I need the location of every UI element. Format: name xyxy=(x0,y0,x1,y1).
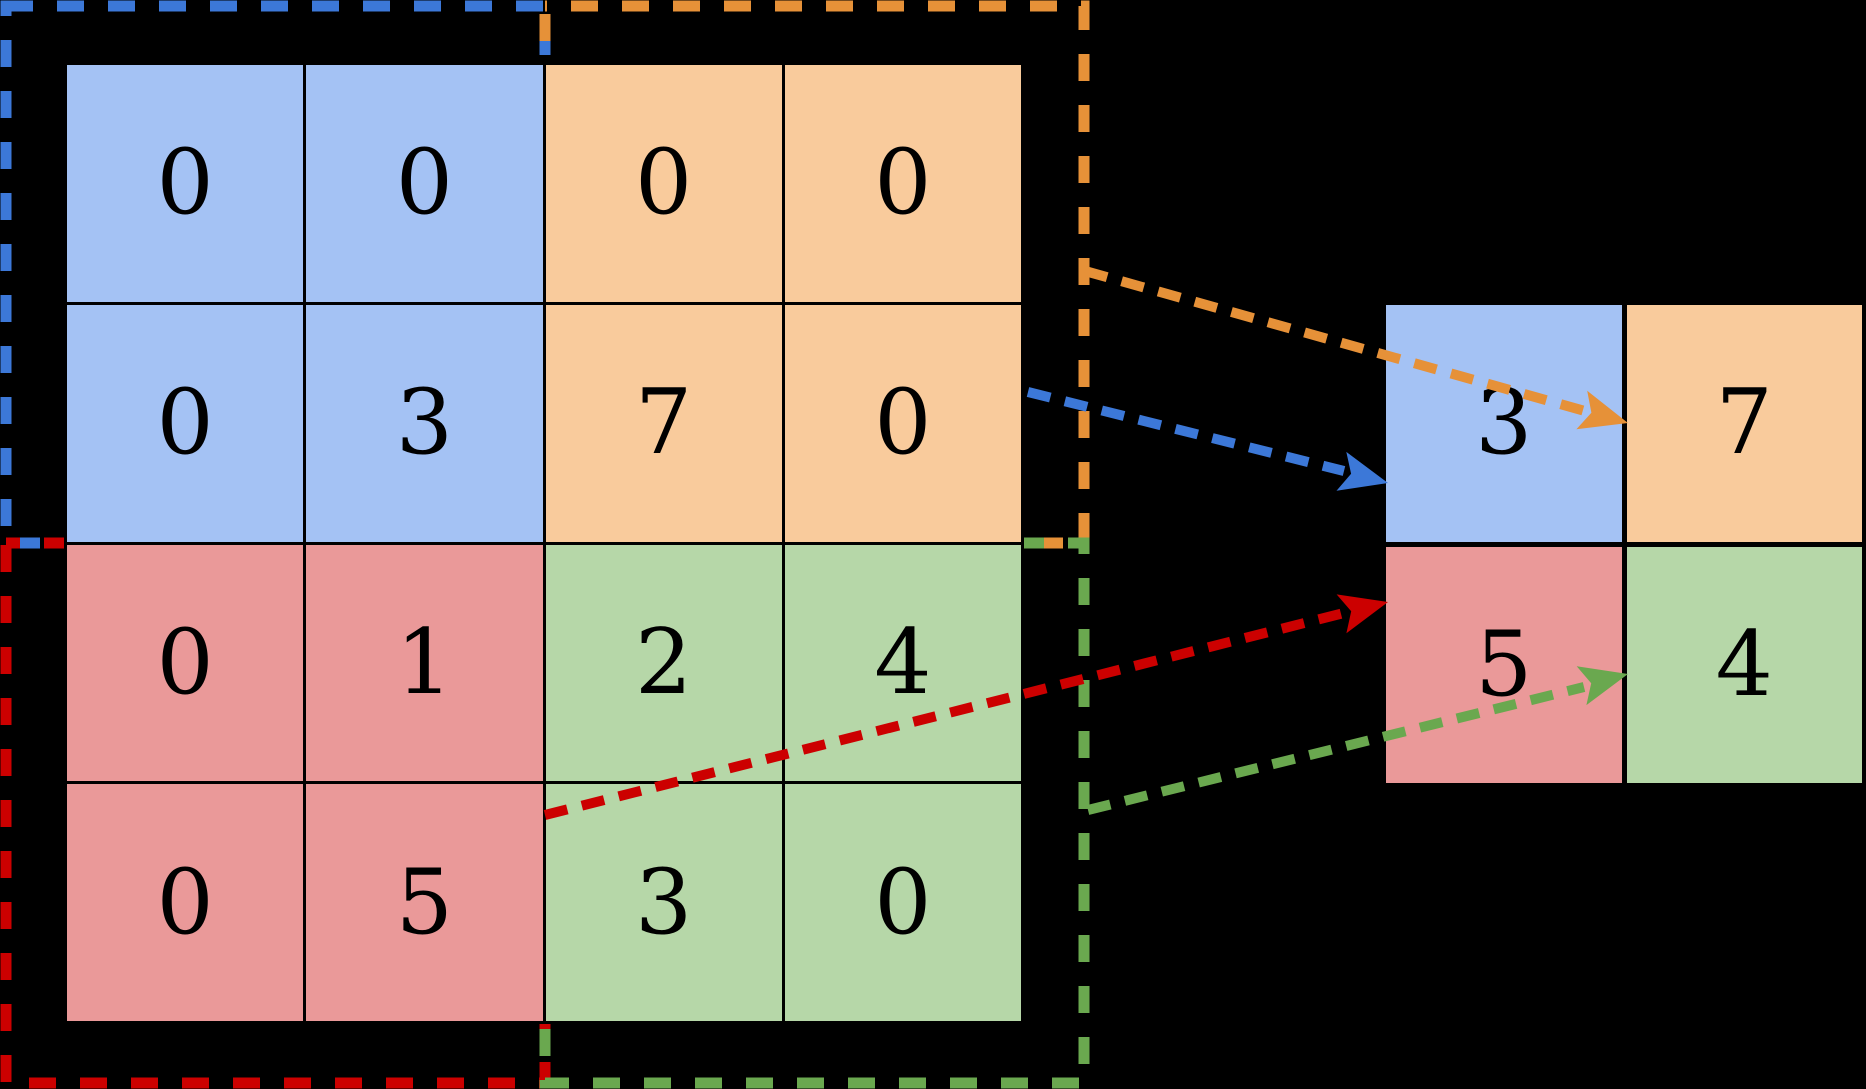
green-arrowhead-icon xyxy=(1576,666,1628,706)
input-cell-r3c0: 0 xyxy=(67,784,304,1021)
input-cell-r0c1: 0 xyxy=(306,65,543,302)
input-cell-r0c0: 0 xyxy=(67,65,304,302)
output-cell-r1c0: 5 xyxy=(1386,546,1622,783)
input-cell-r1c3: 0 xyxy=(784,304,1021,542)
output-grid: 3 7 5 4 xyxy=(1382,301,1866,787)
input-cell-r2c1: 1 xyxy=(306,544,543,782)
input-cell-r1c2: 7 xyxy=(545,304,782,542)
blue-arrowhead-icon xyxy=(1336,451,1388,491)
red-arrowhead-icon xyxy=(1336,594,1388,634)
orange-arrow xyxy=(1083,266,1628,430)
green-arrow xyxy=(1086,666,1628,815)
orange-arrowhead-icon xyxy=(1576,390,1628,430)
red-arrow-line xyxy=(543,608,1346,820)
input-cell-r0c2: 0 xyxy=(545,65,782,302)
input-cell-r1c1: 3 xyxy=(306,304,543,542)
input-grid: 0 0 0 0 0 3 7 0 0 1 2 4 0 5 3 0 xyxy=(64,62,1024,1024)
input-cell-r3c3: 0 xyxy=(784,784,1021,1021)
orange-arrow-line xyxy=(1083,266,1587,416)
output-cell-r1c1: 4 xyxy=(1626,546,1862,783)
output-cell-r0c1: 7 xyxy=(1626,305,1862,542)
input-cell-r2c2: 2 xyxy=(545,544,782,782)
input-cell-r0c3: 0 xyxy=(784,65,1021,302)
input-cell-r2c0: 0 xyxy=(67,544,304,782)
input-cell-r3c1: 5 xyxy=(306,784,543,1021)
red-arrow xyxy=(543,594,1388,820)
blue-arrow xyxy=(1026,387,1388,491)
input-cell-r3c2: 3 xyxy=(545,784,782,1021)
green-arrow-line xyxy=(1086,682,1586,815)
input-cell-r1c0: 0 xyxy=(67,304,304,542)
blue-arrow-line xyxy=(1026,387,1346,476)
